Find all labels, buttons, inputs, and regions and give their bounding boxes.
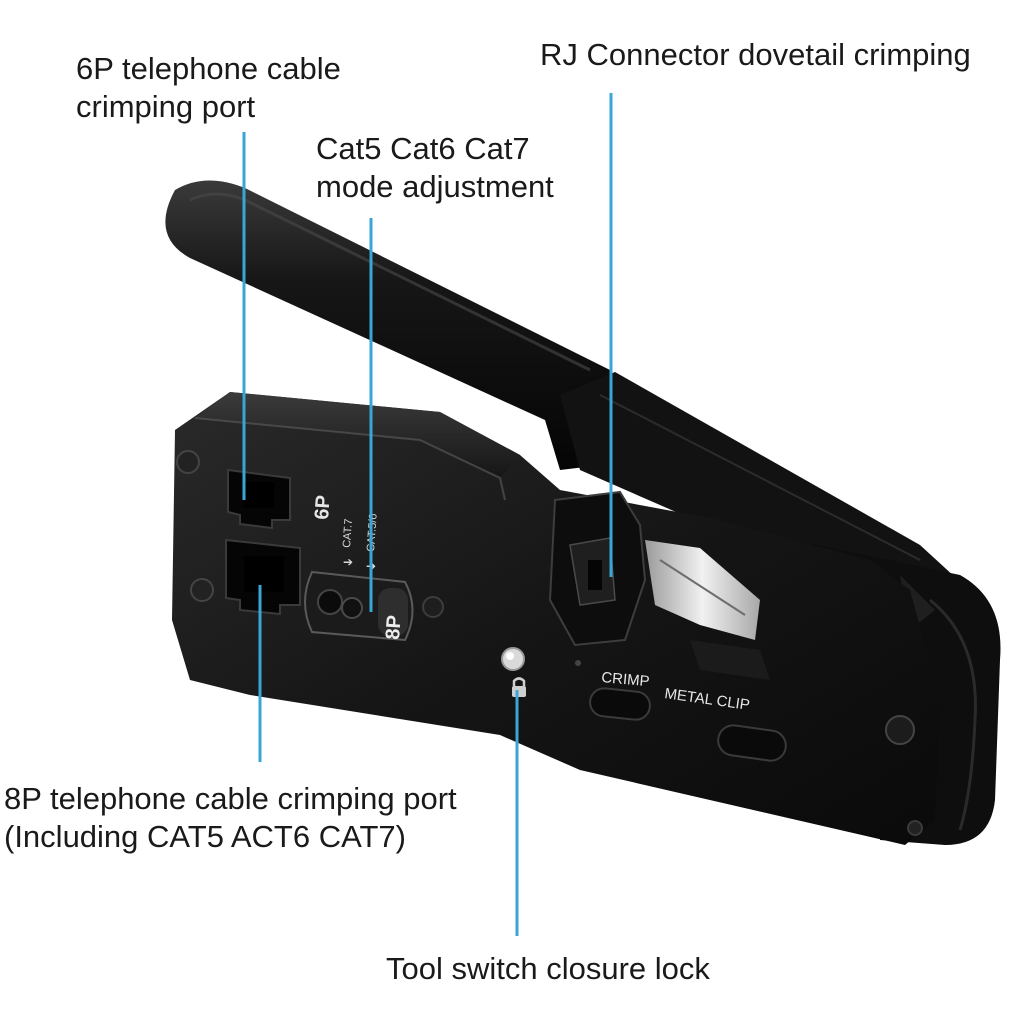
cat7-marking: CAT.7 <box>341 518 355 548</box>
rj-dovetail-die <box>548 490 647 647</box>
label-six-p-line1: 6P telephone cable <box>76 51 341 86</box>
screw-bottom-left <box>190 578 214 602</box>
cutting-blade <box>645 540 760 640</box>
arrow-cat7: ➔ <box>343 555 353 569</box>
mode-adjustment-knob <box>304 570 414 642</box>
six-p-marking: 6P <box>311 494 335 520</box>
tool-head-top <box>195 392 520 478</box>
eight-p-marking: 8P <box>382 614 406 640</box>
label-rj-line1: RJ Connector dovetail crimping <box>540 37 971 72</box>
label-lock-line1: Tool switch closure lock <box>386 951 710 986</box>
label-mode-adjustment: Cat5 Cat6 Cat7 mode adjustment <box>316 130 554 206</box>
crimp-marking: CRIMP <box>601 669 651 690</box>
label-eight-p-line2: (Including CAT5 ACT6 CAT7) <box>4 819 406 854</box>
closure-lock-switch <box>501 647 525 671</box>
label-mode-line1: Cat5 Cat6 Cat7 <box>316 131 530 166</box>
label-eight-p-line1: 8P telephone cable crimping port <box>4 781 457 816</box>
label-eight-p-port: 8P telephone cable crimping port (Includ… <box>4 780 457 856</box>
label-six-p-port: 6P telephone cable crimping port <box>76 50 341 126</box>
label-six-p-line2: crimping port <box>76 89 256 124</box>
eight-p-port <box>225 538 301 616</box>
crimp-slot <box>589 687 651 721</box>
callout-lines <box>242 93 613 936</box>
label-mode-line2: mode adjustment <box>316 169 554 204</box>
label-rj-connector: RJ Connector dovetail crimping <box>540 36 971 74</box>
screw-top-left <box>176 450 200 474</box>
label-closure-lock: Tool switch closure lock <box>386 950 710 988</box>
screw-right <box>885 715 915 745</box>
tool-head-body <box>172 392 940 845</box>
metal-clip-slot <box>717 724 787 762</box>
